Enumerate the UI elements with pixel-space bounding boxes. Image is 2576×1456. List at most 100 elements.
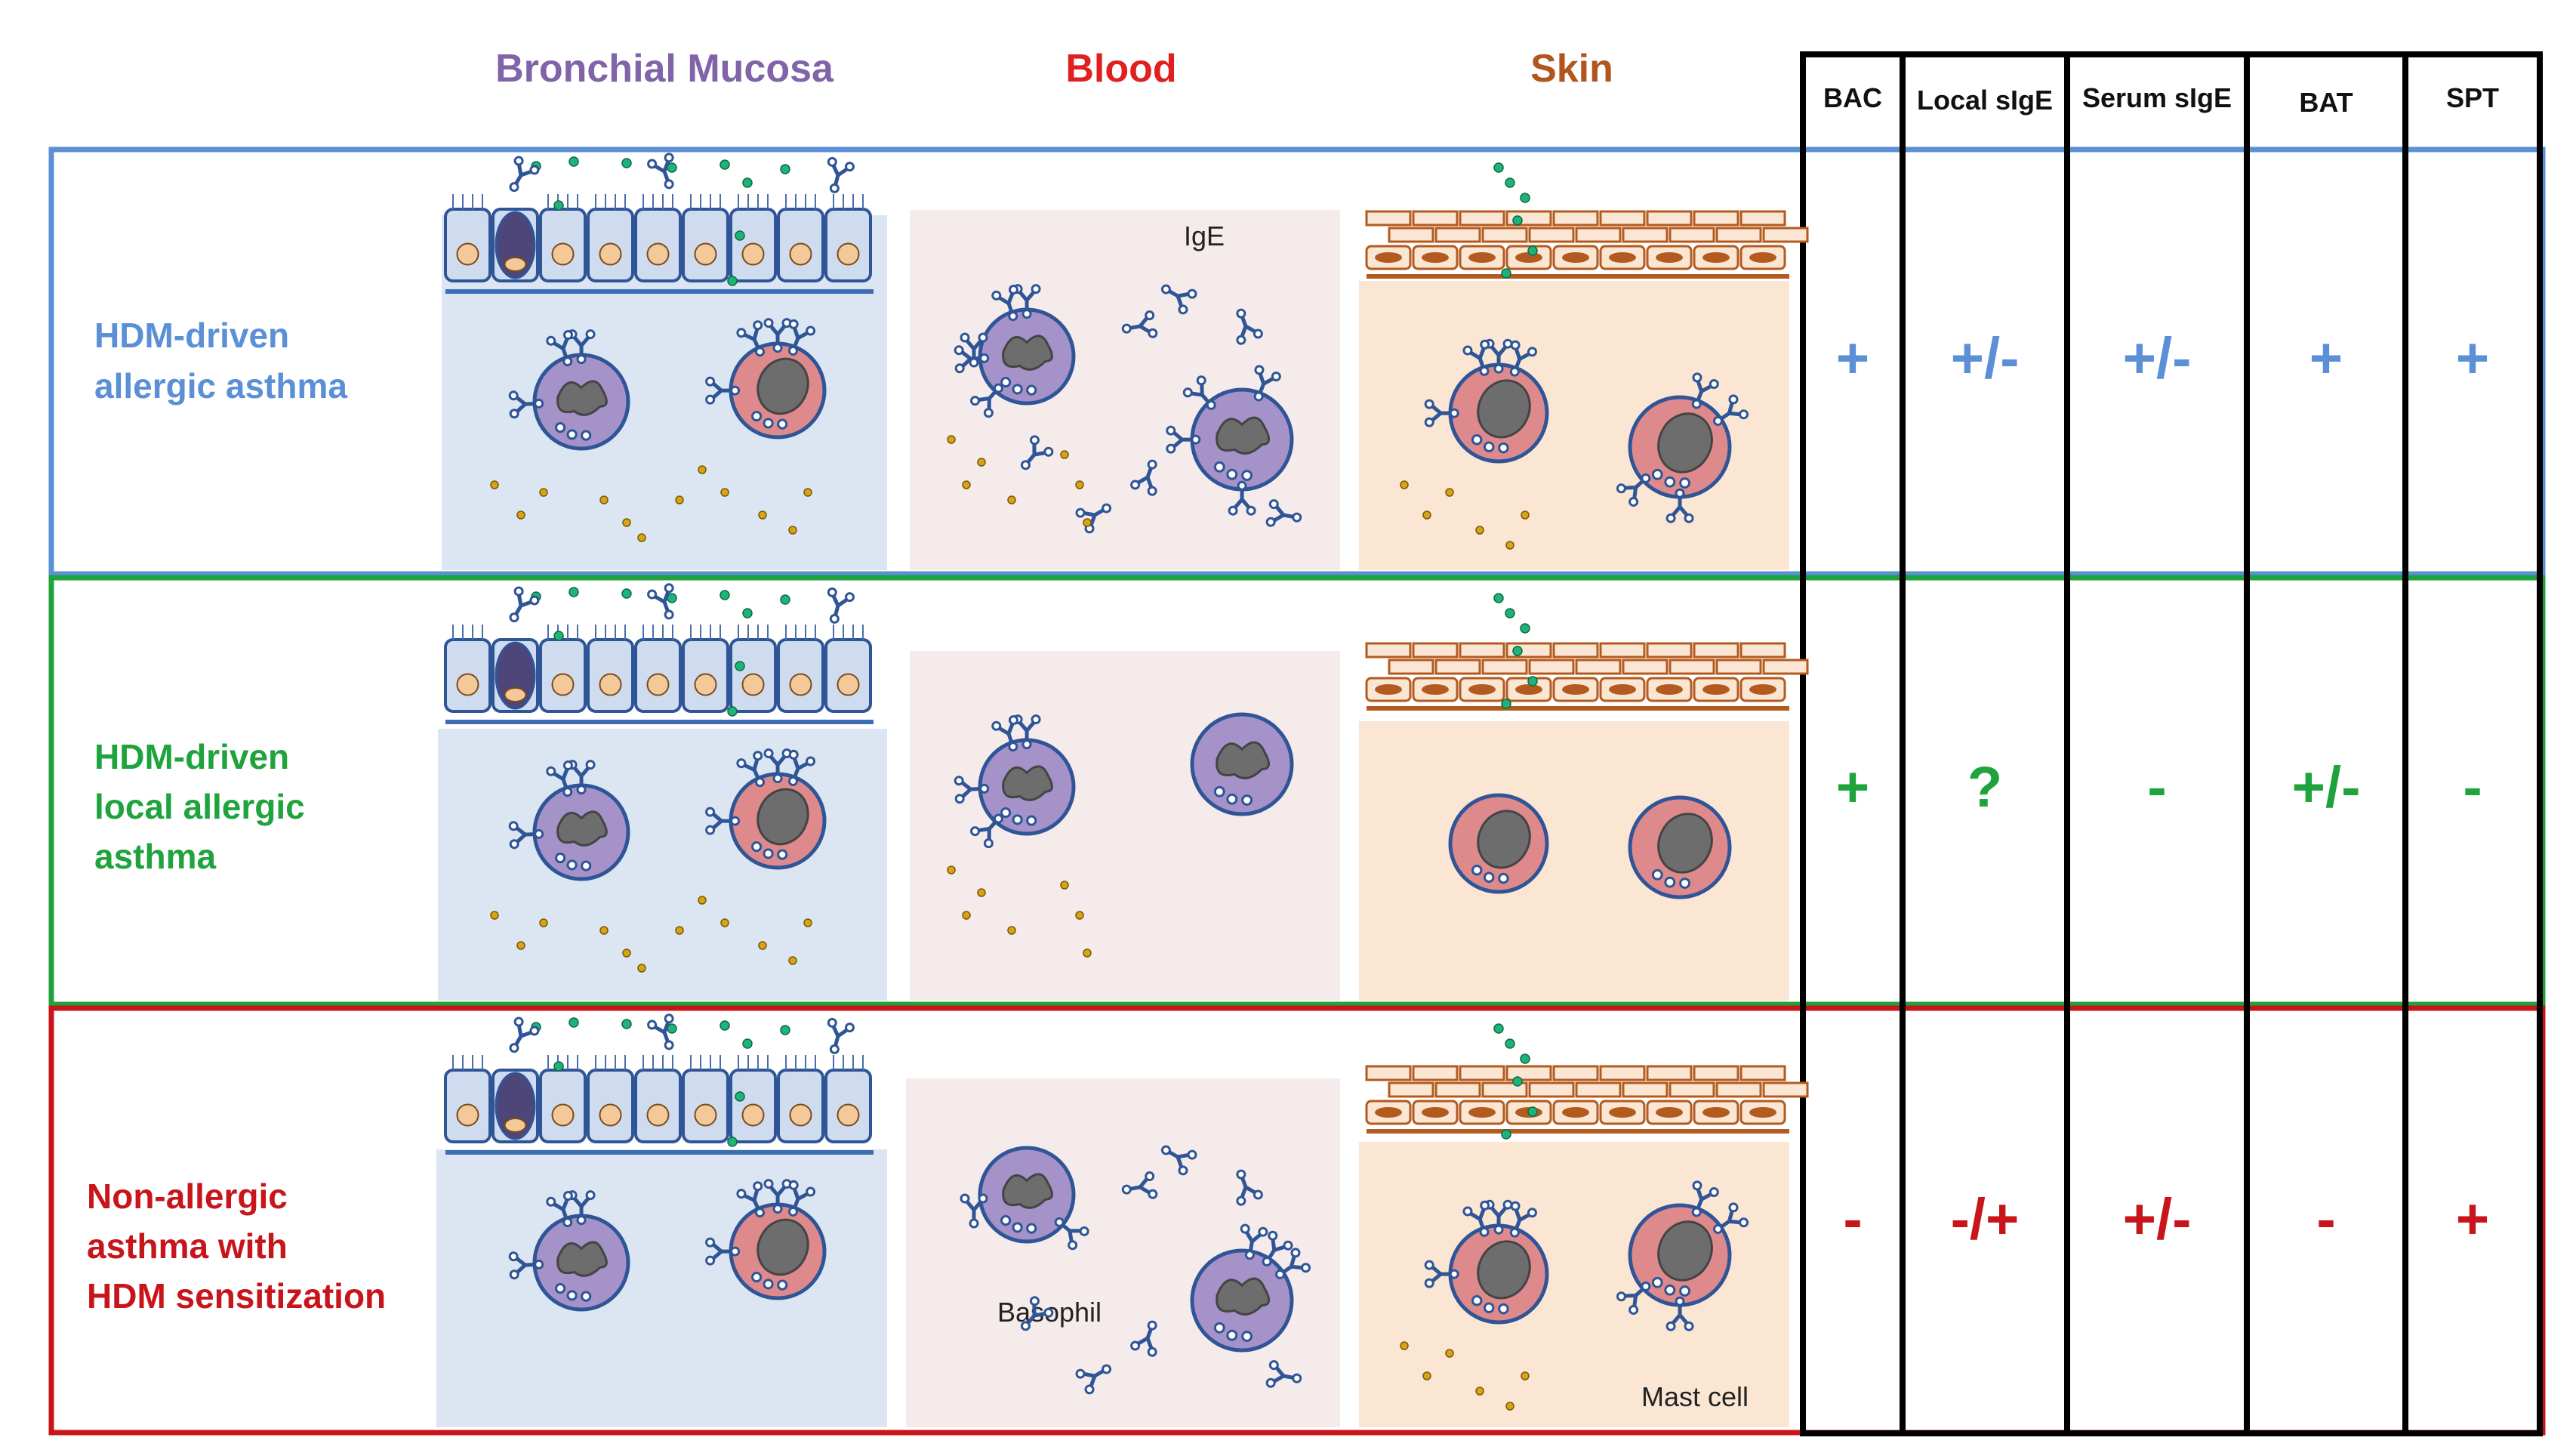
value-3-bat: - [2316,1187,2335,1251]
allergen-particle [735,1091,745,1102]
ige-antibody [1665,1296,1694,1331]
ige-antibody [1484,1199,1513,1235]
blood-panel-1 [910,210,1340,570]
ige-antibody [1121,1171,1158,1199]
mediator-granule [1521,1371,1530,1380]
mediator-granule [1083,949,1092,958]
epithelium [444,194,874,294]
ige-antibody [1075,503,1112,534]
ige-antibody [1265,499,1302,527]
ige-antibody [1424,1260,1459,1288]
allergen-particle [1527,1106,1538,1117]
allergen-particle [553,200,564,211]
allergen-particle [621,1019,632,1029]
basophil-cell [954,284,1076,418]
allergen-particle [727,706,738,717]
value-1-spt: + [2456,326,2489,390]
basophil-cell [508,760,630,881]
allergen-particle [621,158,632,168]
mediator-granule [1075,480,1084,489]
allergen-particle [569,1017,579,1028]
allergen-particle [1512,646,1523,656]
value-3-local-sige: -/+ [1951,1187,2020,1251]
row-label-1: HDM-driven allergic asthma [94,316,347,406]
allergen-particle [1493,162,1504,173]
ige-antibody [1182,375,1216,410]
mast-cell [1628,795,1732,899]
ige-antibody [763,318,792,353]
ige-antibody [954,776,990,804]
ige-antibody [705,807,741,835]
ige-antibody [705,1237,741,1266]
mediator-granule [539,488,548,497]
mediator-granule [1007,495,1016,504]
skin-layer [1365,210,1809,279]
allergen-particle [719,159,730,170]
mediator-granule [803,488,812,497]
ige-antibody [1166,425,1201,454]
ige-antibody [1228,480,1256,516]
mediator-granule [788,956,797,965]
ige-antibody [1616,1281,1651,1315]
mediator-granule [947,865,956,875]
ige-antibody [1236,1169,1263,1206]
value-1-local-sige: +/- [1951,326,2020,390]
row-2-values: + ? - +/- - [1836,755,2482,819]
mediator-granule [675,495,684,504]
mediator-granule [539,918,548,927]
mediator-granule [947,435,956,444]
ige-antibody [1713,394,1749,426]
ige-antibody [1121,310,1158,338]
ige-antibody [1691,1180,1719,1217]
allergen-particle [1520,1053,1530,1064]
mast-cell [705,1179,827,1300]
header-serum-sige: Serum sIgE [2082,82,2232,113]
ige-antibody [1424,399,1459,427]
epithelium [444,625,874,724]
ige-antibody [736,751,766,788]
allergen-particle [735,230,745,241]
ige-antibody [508,390,544,419]
mediator-granule [1422,511,1431,520]
panels [436,210,1789,1427]
ige-antibody [509,586,540,623]
allergen-particle [1512,215,1523,226]
ige-antibody [991,715,1018,752]
value-2-bat: +/- [2292,755,2361,819]
ige-antibody [969,383,1003,418]
ige-antibody [1713,1202,1749,1234]
illustration-row-3 [444,1013,1809,1411]
mast-cell [705,318,827,440]
ige-antibody [1616,473,1651,507]
allergen-particle [1520,623,1530,634]
ige-antibody [1236,308,1263,345]
mediator-granule [675,926,684,935]
ige-antibody [787,749,816,786]
mediator-granule [599,926,609,935]
allergen-particle [742,1038,753,1049]
mediator-granule [1505,541,1514,550]
ige-antibody [509,1016,540,1053]
mediator-granule [516,511,525,520]
skin-layer [1365,642,1809,711]
ige-antibody [705,376,741,405]
ige-antibody [1160,1145,1197,1176]
mediator-granule [1475,1387,1484,1396]
mediator-granule [720,488,729,497]
mediator-granule [1060,881,1069,890]
mediator-granule [637,533,646,542]
row-1-values: + +/- +/- + + [1836,326,2489,390]
basophil-cell [1166,365,1294,516]
basophil-cell [508,329,630,451]
allergen-particle [1501,699,1511,709]
ige-antibody [1012,284,1041,319]
mediator-granule [962,911,971,920]
epithelium [444,1055,874,1155]
value-1-bat: + [2309,326,2343,390]
allergen-particle [735,661,745,671]
ige-antibody [1462,1200,1490,1237]
ige-antibody [763,748,792,784]
value-1-bac: + [1836,326,1869,390]
allergen-particle [553,631,564,641]
ige-antibody [969,813,1003,849]
